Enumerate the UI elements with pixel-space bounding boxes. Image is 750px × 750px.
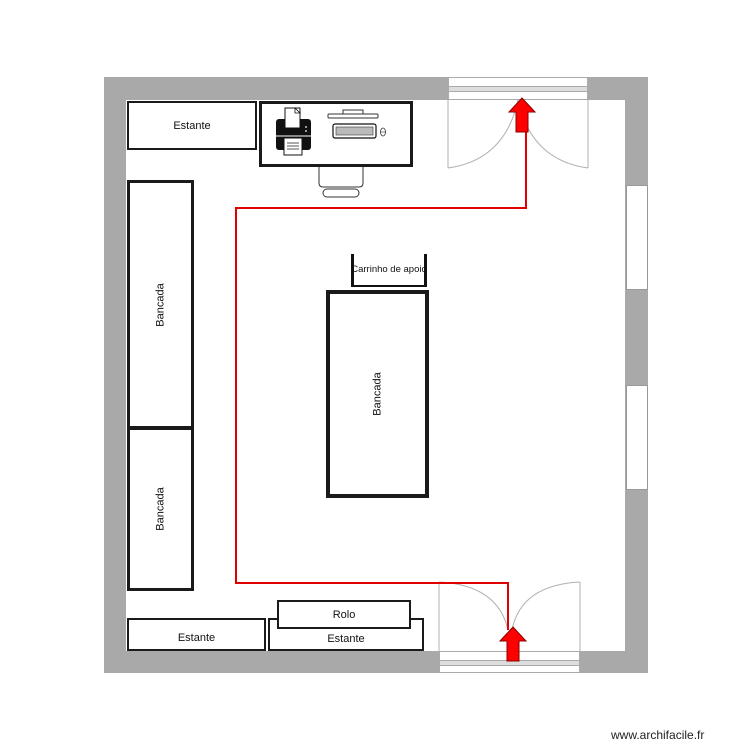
carrinho-de-apoio[interactable]: Carrinho de apoio	[351, 254, 427, 287]
desk[interactable]	[259, 101, 413, 167]
estante-bottom-right-label: Estante	[327, 632, 365, 645]
bancada-left-lower-label: Bancada	[154, 487, 167, 531]
bancada-left-lower[interactable]: Bancada	[127, 427, 194, 591]
bancada-left-upper[interactable]: Bancada	[127, 180, 194, 429]
wall-left	[104, 77, 126, 673]
arrow-up-icon	[498, 626, 528, 662]
watermark-text: www.archifacile.fr	[611, 728, 705, 742]
estante-bottom-left-label: Estante	[177, 631, 216, 644]
wall-bottom-left	[104, 651, 439, 673]
window-right-lower	[626, 385, 648, 490]
wall-bottom-right	[580, 651, 648, 673]
watermark: www.archifacile.fr	[611, 728, 704, 742]
bancada-left-upper-label: Bancada	[154, 282, 167, 327]
rolo-label: Rolo	[332, 608, 356, 621]
carrinho-label: Carrinho de apoio	[351, 264, 427, 275]
arrow-up-icon	[507, 97, 537, 133]
rolo[interactable]: Rolo	[277, 600, 411, 629]
estante-top-label: Estante	[173, 119, 211, 132]
bancada-center-label: Bancada	[371, 372, 384, 416]
bancada-center[interactable]: Bancada	[326, 290, 429, 498]
evacuation-path	[235, 130, 527, 630]
wall-top-left	[104, 77, 448, 100]
window-right-upper	[626, 185, 648, 290]
estante-bottom-left[interactable]: Estante	[127, 618, 266, 651]
estante-top[interactable]: Estante	[127, 101, 257, 150]
door-top-frame	[448, 77, 588, 100]
